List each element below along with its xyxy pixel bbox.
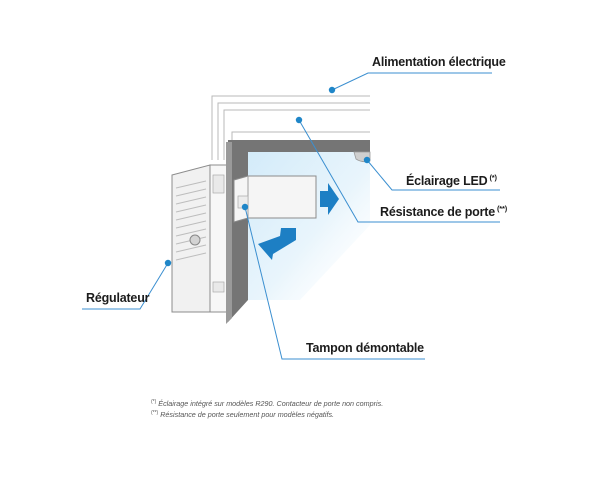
condensing-unit	[171, 164, 229, 313]
leader-line-heater	[298, 119, 500, 223]
label-door-heater: Résistance de porte(**)	[380, 204, 508, 219]
footnote-2: (**)Résistance de porte seulement pour m…	[151, 410, 335, 419]
label-power-supply: Alimentation électrique	[372, 55, 506, 69]
label-led-lighting: Éclairage LED(*)	[406, 173, 497, 188]
marker-plug	[241, 203, 249, 211]
regulator-knob	[189, 234, 201, 246]
heater-footnote-mark: (**)	[497, 204, 508, 213]
leader-line-led	[366, 159, 500, 191]
airflow-out-arrow	[320, 183, 339, 215]
marker-heater	[295, 116, 303, 124]
marker-led	[363, 156, 371, 164]
label-controller: Régulateur	[86, 291, 150, 305]
marker-controller	[164, 259, 172, 267]
leader-line-power	[331, 72, 492, 91]
cold-room-zone	[248, 152, 370, 300]
led-footnote-mark: (*)	[489, 173, 497, 182]
marker-power	[328, 86, 336, 94]
airflow-in-arrow	[258, 228, 296, 260]
footnote-1: (*)Éclairage intégré sur modèles R290. C…	[151, 399, 384, 408]
leader-line-controller	[82, 262, 169, 310]
label-removable-plug: Tampon démontable	[306, 341, 424, 355]
wall-section	[226, 140, 370, 324]
evaporator-unit	[233, 175, 317, 223]
leader-line-plug	[244, 206, 425, 360]
